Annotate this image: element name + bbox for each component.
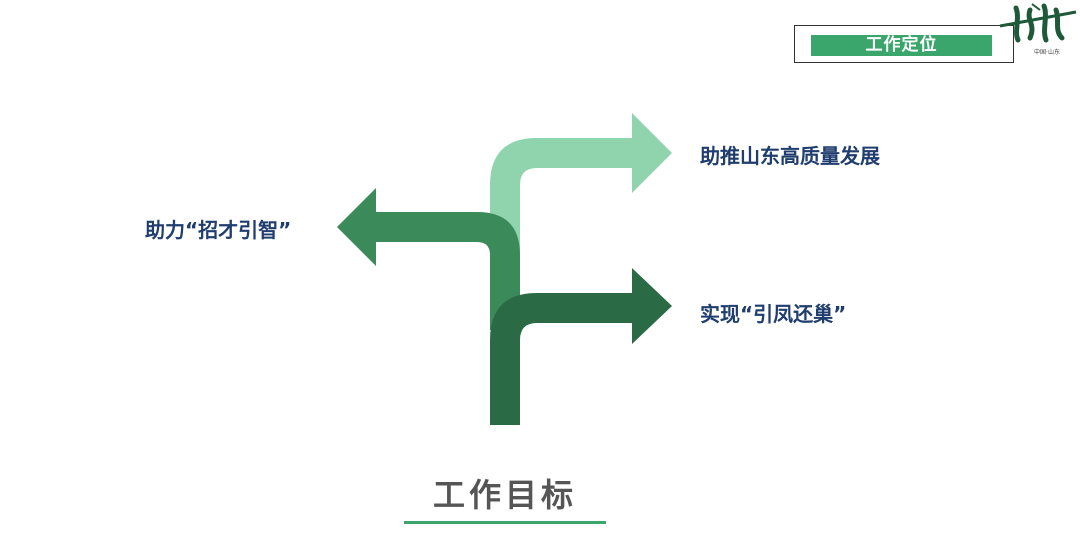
header-label: 工作定位 [811, 35, 992, 56]
label-shandong-development: 助推山东高质量发展 [700, 144, 880, 168]
arrow-top-right [490, 113, 672, 265]
arrow-left [337, 188, 520, 330]
page-title: 工作目标 [432, 476, 577, 514]
title-underline [404, 521, 606, 524]
label-phoenix-return: 实现“引凤还巢” [700, 302, 847, 326]
label-attract-talent: 助力“招才引智” [145, 218, 292, 242]
arrow-bottom-right [490, 268, 672, 425]
qingdao-logo [999, 3, 1077, 43]
logo-subtext: 中国·山东 [1034, 49, 1060, 56]
header-box: 工作定位 [794, 25, 1014, 63]
